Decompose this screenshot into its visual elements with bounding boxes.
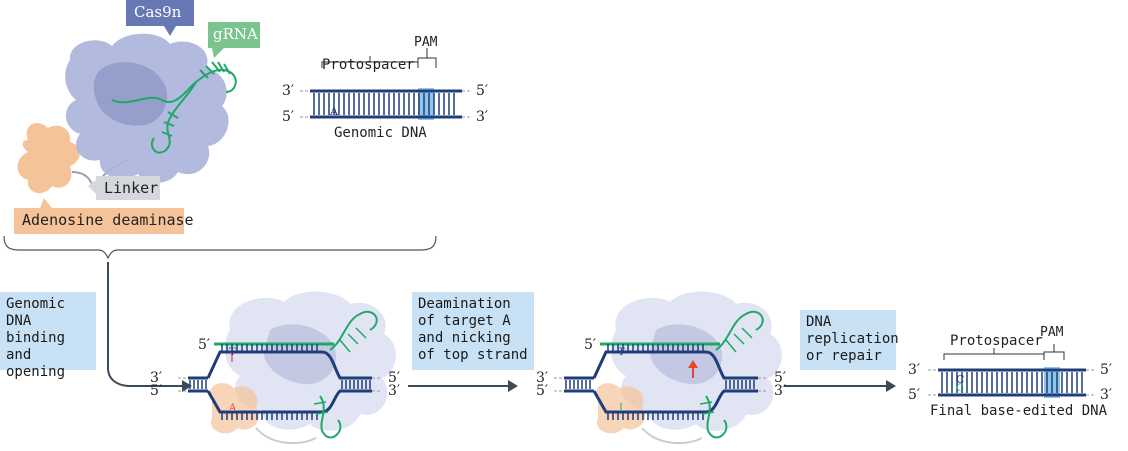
target-base-a: A (330, 105, 338, 118)
dna4-3prime-right: 3′ (1100, 387, 1113, 403)
pam-highlight (418, 88, 434, 120)
dna4-5prime-left: 5′ (908, 387, 921, 403)
cas9n-core (93, 62, 168, 126)
dna3-5prime-left: 5′ (536, 383, 549, 399)
cas9n-label-pointer (164, 26, 176, 36)
deaminase-label: Adenosine deaminase (22, 211, 194, 229)
step-box-deamination: Deamination of target A and nicking of t… (412, 292, 534, 370)
dna4-base-g: G (956, 383, 964, 394)
grna-label-bg (208, 22, 260, 48)
cas9n-label: Cas9n (134, 3, 182, 21)
final-dna-duplex (928, 344, 1096, 398)
panel1-brace (3, 235, 437, 260)
dna3-base-t: T (618, 347, 625, 358)
grna-label-pointer (212, 48, 224, 58)
grna-label: gRNA (213, 25, 258, 43)
dna2-base-a: A (229, 403, 237, 414)
pam-label-1: PAM (414, 35, 438, 50)
dna1-5prime-left: 5′ (282, 109, 295, 125)
dna3-5prime-right: 5′ (774, 370, 787, 386)
dna3-3prime-left: 3′ (536, 370, 549, 386)
pam-label-2: PAM (1040, 325, 1064, 340)
grna-helix (111, 61, 237, 154)
linker-label-pointer (88, 180, 96, 194)
flow-arrow-1 (107, 262, 186, 387)
dna2-base-t: T (229, 347, 236, 358)
step1-complex (178, 291, 396, 445)
base-editor-complex (14, 0, 260, 234)
step2-complex (554, 291, 782, 445)
protospacer-label-2: Protospacer (950, 333, 1043, 349)
adenosine-deaminase-shape (17, 123, 80, 194)
dna2-5prime-left: 5′ (150, 383, 163, 399)
dna3-3prime-right: 3′ (774, 383, 787, 399)
dna4-3prime-left: 3′ (908, 362, 921, 378)
linker-label-bg (96, 176, 160, 200)
protospacer-label-1: Protospacer (322, 57, 415, 73)
dna1-5prime-right: 5′ (476, 83, 489, 99)
dna3-base-i: I (619, 403, 623, 414)
dna1-3prime-left: 3′ (282, 83, 295, 99)
genomic-dna-duplex (300, 48, 472, 120)
cas9n-label-bg (126, 0, 194, 26)
dna2-3prime-right: 3′ (388, 383, 401, 399)
deaminase-label-pointer (40, 198, 52, 208)
dna1-3prime-right: 3′ (476, 109, 489, 125)
dna2-3prime-left: 3′ (150, 370, 163, 386)
dna4-5prime-right: 5′ (1100, 362, 1113, 378)
dna3-5prime-top: 5′ (584, 337, 597, 353)
deaminase-label-bg (14, 208, 184, 234)
genomic-dna-label: Genomic DNA (334, 125, 427, 141)
step-box-repair: DNA replication or repair (800, 310, 899, 370)
dna2-5prime-top: 5′ (198, 337, 211, 353)
dna2-5prime-right: 5′ (388, 370, 401, 386)
dna4-base-c: C (956, 373, 965, 386)
final-dna-label: Final base-edited DNA (930, 403, 1108, 419)
linker-label: Linker (104, 179, 159, 197)
step-box-binding: Genomic DNA binding and opening (0, 292, 96, 380)
